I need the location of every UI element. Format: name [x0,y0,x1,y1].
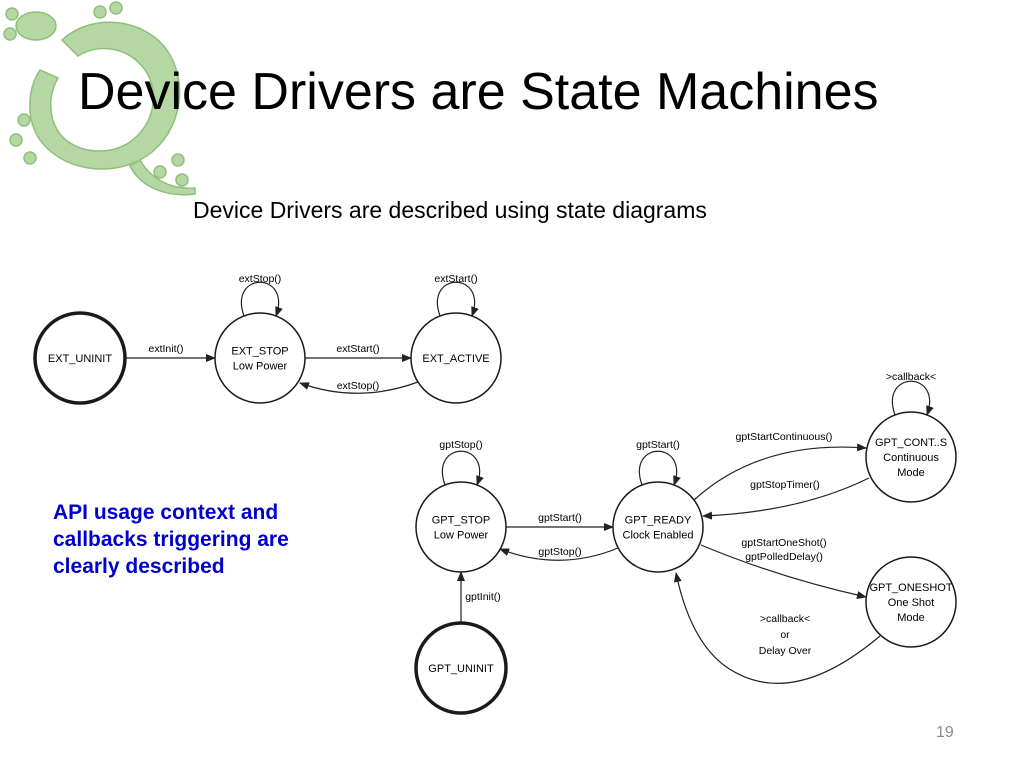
state-gpt-stop: GPT_STOP Low Power [415,481,507,573]
state-gpt-uninit: GPT_UNINIT [414,621,508,715]
transition-gpt-ready-to-gpt-ready [639,450,681,486]
transition-label: extStop() [239,273,282,285]
state-label: GPT_ONESHOT [869,582,952,594]
transition-label: gptStartContinuous() [736,431,833,443]
transition-gpt-ready-to-gpt-oneshot [700,544,867,599]
transition-label: gptStartOneShot() [741,537,826,549]
transition-ext-stop-to-ext-stop [241,281,283,317]
transition-label: gptStopTimer() [750,479,820,491]
transition-gpt-ready-to-gpt-stop [499,547,619,561]
slide-subtitle: Device Drivers are described using state… [193,197,707,223]
transition-label: gptStop() [538,546,581,558]
state-circle [214,312,306,404]
state-circle [612,481,704,573]
state-label: EXT_UNINIT [48,353,112,365]
transition-labels: extInit() extStop() extStart() extStop() ext… [148,273,936,657]
transition-label: gptStart() [538,512,582,524]
state-label: GPT_READY [625,515,692,527]
state-label: EXT_STOP [231,346,288,358]
state-ext-active: EXT_ACTIVE [410,312,502,404]
transition-label: extInit() [148,343,183,355]
state-label: GPT_CONT..S [875,437,947,449]
state-label: Mode [897,612,925,624]
state-ext-stop: EXT_STOP Low Power [214,312,306,404]
transition-label: >callback< [760,613,810,625]
state-circle [414,621,508,715]
callout-line: callbacks triggering are [53,528,289,551]
transition-gpt-oneshot-to-gpt-ready [673,572,881,684]
state-circle [865,556,957,648]
state-label: Continuous [883,452,939,464]
state-label: GPT_UNINIT [428,663,494,675]
callout-line: API usage context and [53,501,279,524]
state-label: GPT_STOP [432,515,490,527]
state-circle [865,411,957,503]
state-circle [33,311,127,405]
transition-label: extStart() [434,273,477,285]
transition-ext-active-to-ext-active [437,281,479,317]
transition-label: gptStop() [439,439,482,451]
transition-gpt-cont-to-gpt-cont [892,380,934,416]
transition-label: gptInit() [465,591,501,603]
state-ext-uninit: EXT_UNINIT [33,311,127,405]
gecko-logo-icon [3,1,196,196]
transition-label: or [780,629,790,641]
transition-label: Delay Over [759,645,812,657]
transition-gpt-ready-to-gpt-cont [693,443,867,501]
transition-label: extStop() [337,380,380,392]
state-circle [415,481,507,573]
state-label: Low Power [434,530,489,542]
slide-title: Device Drivers are State Machines [78,63,879,121]
state-gpt-ready: GPT_READY Clock Enabled [612,481,704,573]
states: EXT_UNINIT EXT_STOP Low Power EXT_ACTIVE GPT… [33,311,957,715]
state-label: Clock Enabled [623,530,694,542]
callout-line: clearly described [53,555,225,578]
state-label: One Shot [888,597,934,609]
transition-label: extStart() [336,343,379,355]
state-label: Low Power [233,361,288,373]
page-number: 19 [936,724,954,741]
transition-gpt-cont-to-gpt-ready [702,477,870,520]
state-label: Mode [897,467,925,479]
callout-text: API usage context and callbacks triggeri… [53,499,383,580]
transition-gpt-stop-to-gpt-stop [442,450,484,486]
transition-ext-active-to-ext-stop [299,381,419,394]
transition-label: >callback< [886,371,936,383]
transitions [125,281,934,684]
state-label: EXT_ACTIVE [422,353,489,365]
state-circle [410,312,502,404]
transition-label: gptPolledDelay() [745,551,823,563]
transition-label: gptStart() [636,439,680,451]
